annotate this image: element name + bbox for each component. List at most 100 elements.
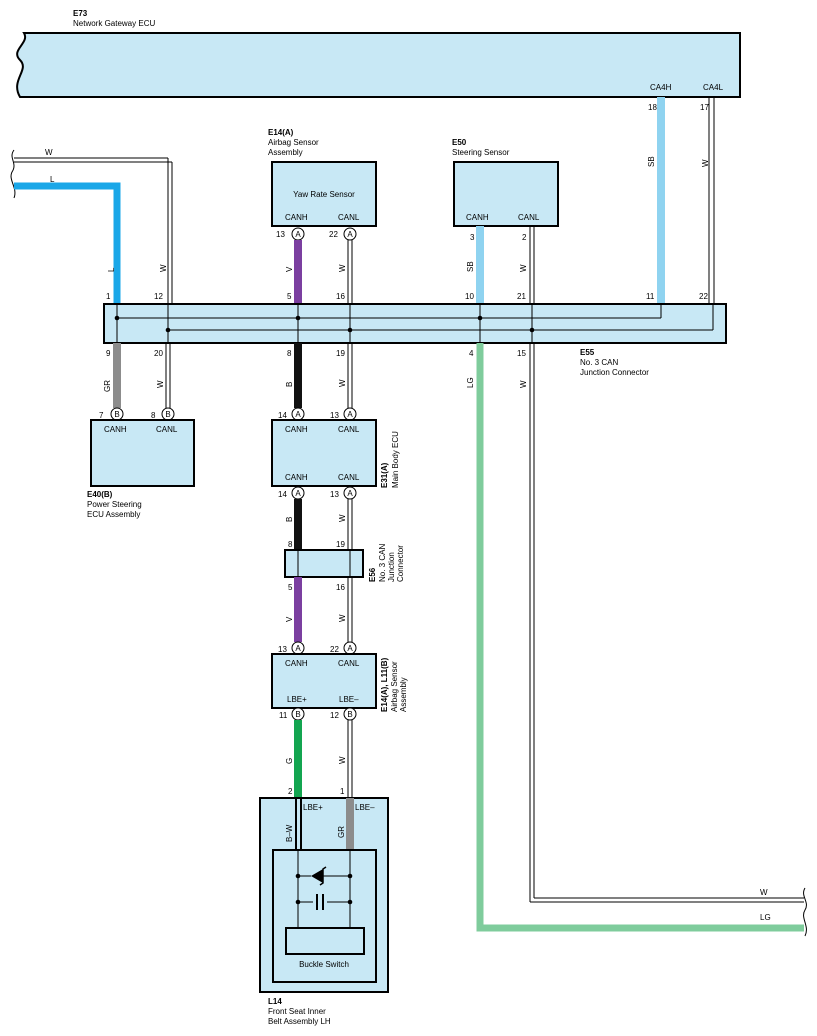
steering-box [453,161,559,227]
gateway-code: E73 [73,9,88,18]
mb-box [271,419,377,487]
steering-code: E50 [452,138,467,147]
mb-conn-bot-l: A [347,489,353,498]
wire-code-left-w: W [45,148,53,157]
wire-left-l [14,182,121,304]
wire-code-e55-w-right: W [519,380,528,388]
wire-code-airbag-top-w: W [338,264,347,272]
e56-pin-bot-l: 16 [336,583,345,592]
mb-pin-top-l: 13 [330,411,339,420]
mb-conn-bot-h: A [295,489,301,498]
belt-name1: Front Seat Inner [268,1007,326,1016]
wire-code-right-w: W [760,888,768,897]
steering-canh: CANH [466,213,489,222]
ps-canl: CANL [156,425,178,434]
e56-pin-bot-h: 5 [288,583,293,592]
wire-mb-top-b [294,343,302,408]
mb-pin-bot-h: 14 [278,490,287,499]
mb-pin-top-h: 14 [278,411,287,420]
ab-pin-l: 22 [330,645,339,654]
ab-code: E14(A), L11(B) [380,657,389,712]
airbag-top-conn-h: A [295,230,301,239]
ps-conn-h: B [114,410,119,419]
gateway-term-h: CA4H [650,83,672,92]
e55-pin-8: 8 [287,349,292,358]
wire-code-e55-w: W [159,264,168,272]
e55-pin-16: 16 [336,292,345,301]
belt-pin-plus: 2 [288,787,293,796]
mb-canh-bot: CANH [285,473,308,482]
e55-pin-15: 15 [517,349,526,358]
wire-code-belt-bw: B–W [285,824,294,842]
airbag-top-pin-l: 22 [329,230,338,239]
e55-pin-1: 1 [106,292,111,301]
belt-lbe-minus: LBE– [355,803,375,812]
e55-pin-4: 4 [469,349,474,358]
mb-conn-top-h: A [295,410,301,419]
e55-pin-19: 19 [336,349,345,358]
junction-main-name1: No. 3 CAN [580,358,618,367]
ab-conn-b-plus: B [295,710,300,719]
wire-code-right-lg: LG [760,913,771,922]
ps-pin-l: 8 [151,411,156,420]
left-break-mark [10,149,16,199]
ab-conn-a-l: A [347,644,353,653]
e55-pin-21: 21 [517,292,526,301]
ps-name1: Power Steering [87,500,142,509]
wire-code-mb-top-b: B [285,382,294,387]
ps-code: E40(B) [87,490,113,499]
gateway-term-l: CA4L [703,83,724,92]
wire-code-steering-w: W [519,264,528,272]
ab-pin-lbe-minus: 12 [330,711,339,720]
wire-code-e55-lg: LG [466,377,475,388]
e55-pin-11: 11 [646,292,655,301]
wire-code-ps-gr: GR [103,380,112,392]
buckle-switch-label: Buckle Switch [299,960,349,969]
junction-small-name3: Connector [396,545,405,582]
e55-pin-9: 9 [106,349,111,358]
wire-steering-sb [476,226,484,304]
wire-e56-bot-v [294,577,302,642]
wire-ps-gr [113,343,121,408]
wire-code-airbag-top-v: V [285,266,294,272]
mb-pin-bot-l: 13 [330,490,339,499]
mb-canl-top: CANL [338,425,360,434]
junction-small-name1: No. 3 CAN [378,544,387,582]
wire-code-e56-v: V [285,616,294,622]
belt-code: L14 [268,997,282,1006]
yaw-rate-label: Yaw Rate Sensor [293,190,355,199]
belt-name2: Belt Assembly LH [268,1017,331,1026]
steering-pin-l: 2 [522,233,527,242]
ab-name2: Assembly [399,677,408,712]
wire-code-ab-w: W [338,756,347,764]
wire-code-mb-bot-b: B [285,517,294,522]
ab-lbe-minus: LBE– [339,695,359,704]
ab-name1: Airbag Sensor [390,661,399,712]
belt-pin-minus: 1 [340,787,345,796]
wire-code-ps-w: W [156,380,165,388]
e55-pin-20: 20 [154,349,163,358]
wire-gateway-sb [657,97,665,304]
wire-code-mb-bot-w: W [338,514,347,522]
junction-main-code: E55 [580,348,595,357]
ps-conn-l: B [165,410,170,419]
airbag-top-name1: Airbag Sensor [268,138,319,147]
right-break-mark [803,887,807,937]
ab-box [271,653,377,709]
airbag-top-name2: Assembly [268,148,303,157]
airbag-top-canh: CANH [285,213,308,222]
junction-main-name2: Junction Connector [580,368,649,377]
gateway-pin-l: 17 [700,103,709,112]
steering-canl: CANL [518,213,540,222]
wire-ab-g [294,720,302,798]
ps-pin-h: 7 [99,411,104,420]
e56-pin-top-l: 19 [336,540,345,549]
ab-lbe-plus: LBE+ [287,695,307,704]
wire-code-e56-w: W [338,614,347,622]
airbag-top-conn-l: A [347,230,353,239]
wire-code-e55-l: L [107,267,116,272]
e56-pin-top-h: 8 [288,540,293,549]
airbag-top-box [271,161,377,227]
buckle-switch-rect [285,927,365,955]
